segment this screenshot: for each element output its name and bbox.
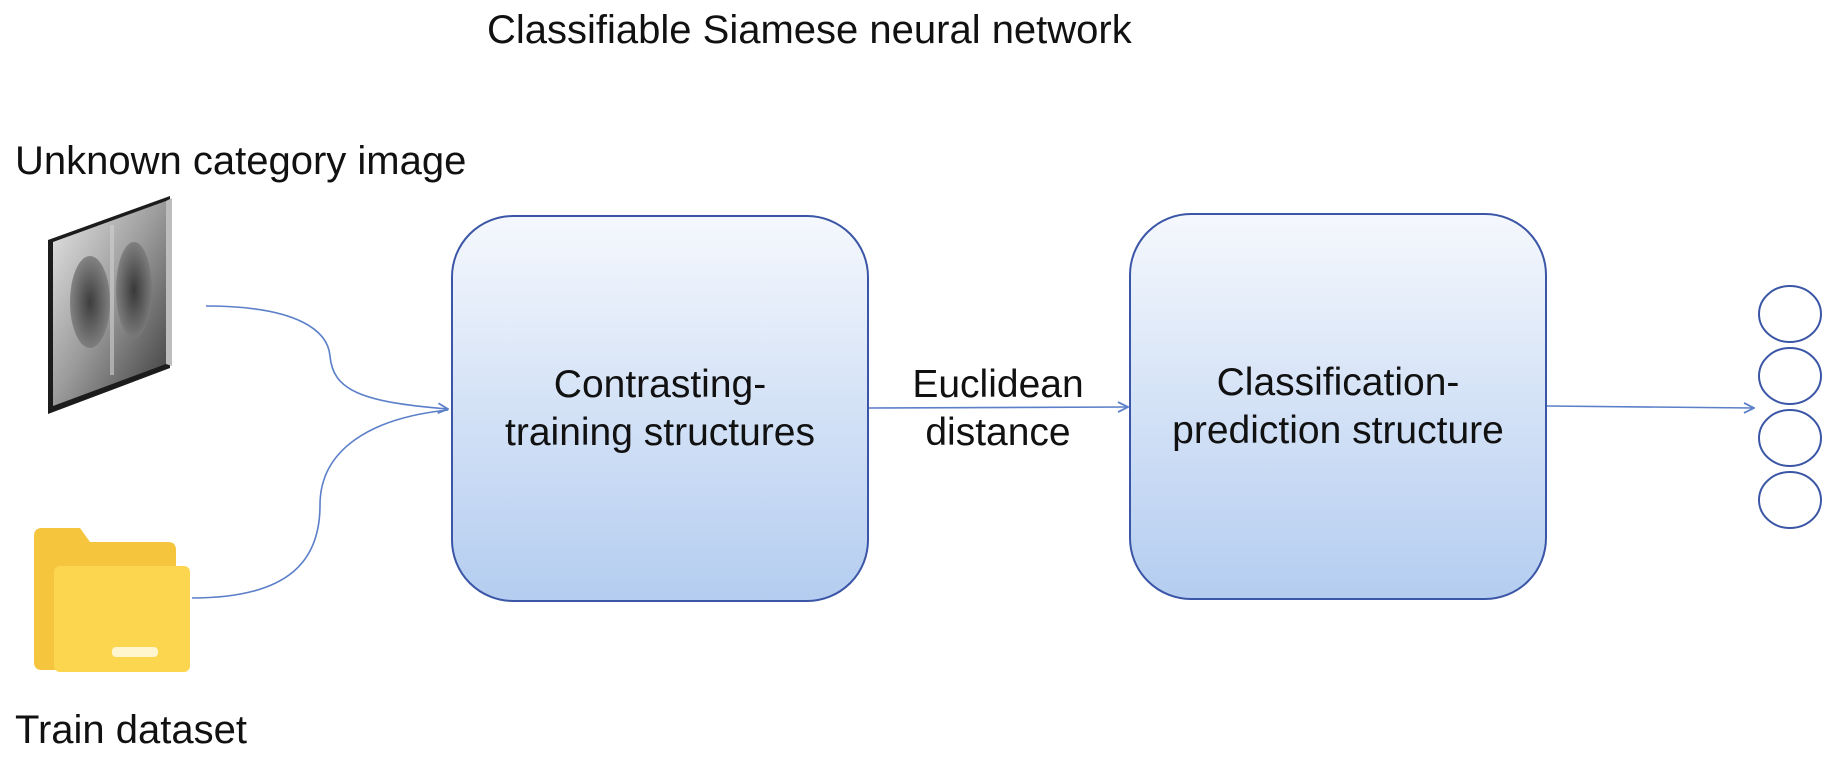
edge-label-line2: distance	[925, 410, 1071, 454]
contrasting-block-line2: training structures	[505, 410, 815, 454]
output-node	[1758, 347, 1822, 405]
xray-image-icon	[48, 196, 172, 414]
train-dataset-label: Train dataset	[15, 708, 247, 752]
unknown-image-label: Unknown category image	[15, 139, 467, 183]
classification-prediction-block: Classification- prediction structure	[1129, 213, 1547, 600]
output-node	[1758, 285, 1822, 343]
classification-block-line1: Classification-	[1216, 360, 1460, 404]
contrasting-training-block: Contrasting- training structures	[451, 215, 869, 602]
prediction-output-arrow	[1546, 406, 1754, 408]
euclidean-distance-label: Euclidean distance	[898, 361, 1098, 456]
classification-block-line2: prediction structure	[1172, 408, 1504, 452]
euclidean-distance-arrow	[868, 407, 1128, 408]
output-node	[1758, 471, 1822, 529]
dataset-to-contrast-connector	[191, 409, 449, 599]
contrasting-block-line1: Contrasting-	[553, 362, 767, 406]
edge-label-line1: Euclidean	[912, 363, 1084, 406]
diagram-title: Classifiable Siamese neural network	[487, 8, 1132, 52]
output-nodes	[1758, 285, 1822, 529]
xray-to-contrast-connector	[205, 305, 448, 409]
output-node	[1758, 409, 1822, 467]
folder-icon	[34, 528, 190, 672]
